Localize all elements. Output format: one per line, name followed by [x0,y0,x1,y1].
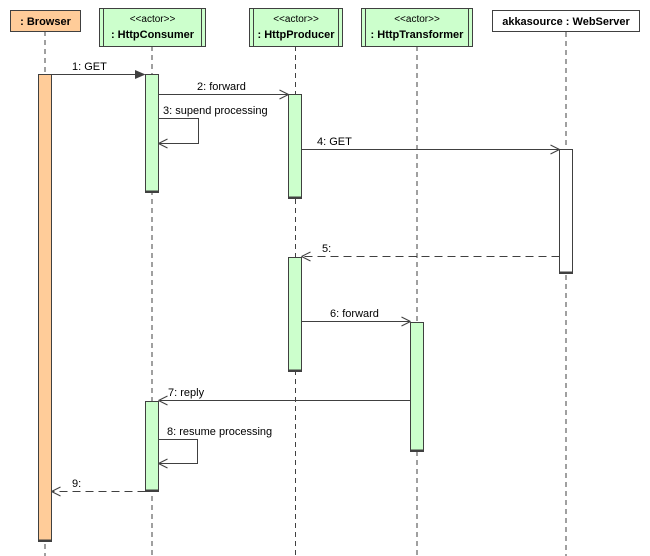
participant-rect-httpconsumer [99,8,206,47]
message-6-arrowhead [401,316,411,327]
message-4: 4: GET [301,136,560,155]
message-3-label: 3: supend processing [163,105,268,117]
participant-stereotype-httpproducer: <<actor>> [273,14,319,25]
participant-name-httpproducer: : HttpProducer [258,29,336,41]
message-5: 5: [301,243,560,262]
activation-httpconsumer-2 [145,401,159,492]
message-9: 9: [51,478,146,497]
participant-name-httpconsumer: : HttpConsumer [111,29,195,41]
message-2-arrowhead [279,89,289,100]
message-1-arrowhead [135,70,146,79]
participant-box-browser: : Browser [10,10,81,32]
activation-browser [38,74,52,542]
participant-rect-webserver [492,10,640,32]
message-6-label: 6: forward [330,308,379,320]
message-1: 1: GET [52,61,146,79]
activation-httpconsumer-1 [145,74,159,193]
message-6: 6: forward [301,308,411,327]
message-1-label: 1: GET [72,61,107,73]
participant-box-webserver: akkasource : WebServer [492,10,640,32]
message-8-arrowhead [158,458,168,469]
message-8-line [158,439,198,464]
message-3-line [158,118,199,144]
participant-name-browser: : Browser [20,16,71,28]
participant-stereotype-httpconsumer: <<actor>> [130,14,176,25]
message-2: 2: forward [158,81,289,100]
message-9-arrowhead [51,486,61,497]
message-8-label: 8: resume processing [167,426,272,438]
activation-bars [38,74,573,542]
participant-box-httpproducer: <<actor>> : HttpProducer [249,8,343,47]
activation-webserver [559,149,573,274]
participant-box-httpconsumer: <<actor>> : HttpConsumer [99,8,206,47]
activation-httptransformer [410,322,424,452]
message-7-arrowhead [158,395,168,406]
participant-rect-httpproducer [249,8,343,47]
activation-httpproducer-1 [288,94,302,199]
message-3: 3: supend processing [158,105,268,149]
message-3-arrowhead [158,138,168,149]
participant-rect-browser [10,10,81,32]
participant-box-httptransformer: <<actor>> : HttpTransformer [361,8,473,47]
lifelines [44,31,567,556]
message-8: 8: resume processing [158,426,272,469]
message-7: 7: reply [158,387,411,406]
participant-boxes: : Browser <<actor>> : HttpConsumer <<act… [10,8,640,47]
message-9-label: 9: [72,478,81,490]
message-2-label: 2: forward [197,81,246,93]
message-4-label: 4: GET [317,136,352,148]
participant-name-webserver: akkasource : WebServer [502,16,630,28]
participant-name-httptransformer: : HttpTransformer [371,29,465,41]
participant-stereotype-httptransformer: <<actor>> [394,14,440,25]
message-4-arrowhead [550,144,560,155]
activation-httpproducer-2 [288,257,302,372]
participant-rect-httptransformer [361,8,473,47]
message-7-label: 7: reply [168,387,205,399]
messages: 1: GET 2: forward 3: supend processing 4… [51,61,560,497]
message-5-label: 5: [322,243,331,255]
message-5-arrowhead [301,251,311,262]
